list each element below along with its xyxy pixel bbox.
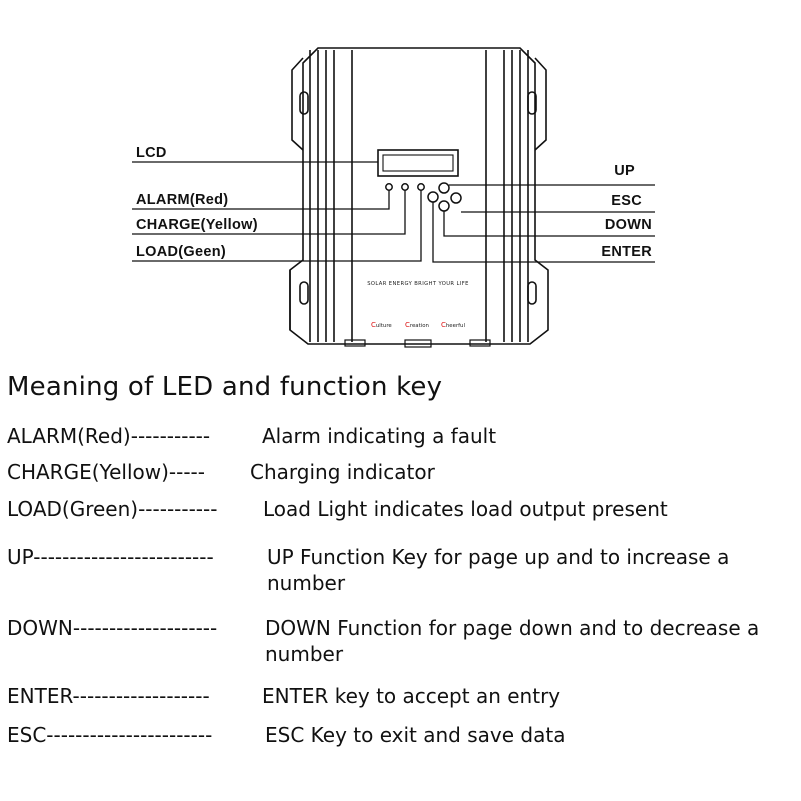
legend-desc: Alarm indicating a fault — [262, 424, 497, 448]
legend-term: ESC----------------------- — [7, 723, 213, 747]
enter-label: ENTER — [601, 244, 652, 260]
legend-row-enter: ENTER------------------- ENTER key to acc… — [7, 683, 560, 709]
legend-term: ALARM(Red)----------- — [7, 424, 211, 448]
legend-term: CHARGE(Yellow)----- — [7, 460, 205, 484]
legend-desc: Load Light indicates load output present — [263, 497, 668, 521]
legend-desc: Charging indicator — [250, 460, 435, 484]
down-key — [438, 200, 450, 212]
legend-row-load: LOAD(Green)----------- Load Light indicat… — [7, 496, 668, 522]
controller-diagram: LCD ALARM(Red) CHARGE(Yellow) LOAD(Geen)… — [132, 47, 655, 348]
brand-word-3: Cheerful — [441, 321, 465, 329]
device-body — [289, 47, 549, 348]
legend-row-down: DOWN-------------------- DOWN Function fo… — [7, 615, 759, 666]
legend-row-alarm: ALARM(Red)----------- Alarm indicating a … — [7, 423, 496, 449]
legend-row-up: UP------------------------- UP Function K… — [7, 544, 729, 595]
brand-word-2: Creation — [405, 321, 429, 329]
device-slogan: SOLAR ENERGY BRIGHT YOUR LIFE — [367, 281, 469, 287]
esc-label: ESC — [611, 193, 642, 209]
legend-desc: DOWN Function for page down and to decre… — [265, 616, 760, 666]
legend-term: ENTER------------------- — [7, 684, 210, 708]
mounting-holes — [299, 91, 537, 305]
legend-term: DOWN-------------------- — [7, 616, 218, 640]
up-key — [438, 182, 450, 194]
brand-word-1: Culture — [371, 321, 392, 329]
enter-key — [427, 191, 439, 203]
legend-desc: ENTER key to accept an entry — [262, 684, 561, 708]
load-led — [417, 183, 425, 191]
charge-label: CHARGE(Yellow) — [136, 217, 258, 233]
alarm-label: ALARM(Red) — [136, 192, 228, 208]
down-label: DOWN — [605, 217, 652, 233]
lcd-screen — [377, 149, 459, 177]
load-label: LOAD(Geen) — [136, 244, 226, 260]
lcd-label: LCD — [136, 145, 167, 161]
led-indicators — [385, 183, 425, 191]
section-title: Meaning of LED and function key — [7, 372, 443, 402]
legend-row-charge: CHARGE(Yellow)----- Charging indicator — [7, 459, 435, 485]
legend-term: LOAD(Green)----------- — [7, 497, 218, 521]
legend-term: UP------------------------- — [7, 545, 214, 569]
alarm-led — [385, 183, 393, 191]
charge-led — [401, 183, 409, 191]
legend-desc: UP Function Key for page up and to incre… — [267, 545, 730, 595]
esc-key — [450, 192, 462, 204]
legend-desc: ESC Key to exit and save data — [265, 723, 566, 747]
leader-lines — [132, 161, 655, 263]
legend-row-esc: ESC----------------------- ESC Key to exi… — [7, 722, 565, 748]
up-label: UP — [614, 163, 635, 179]
